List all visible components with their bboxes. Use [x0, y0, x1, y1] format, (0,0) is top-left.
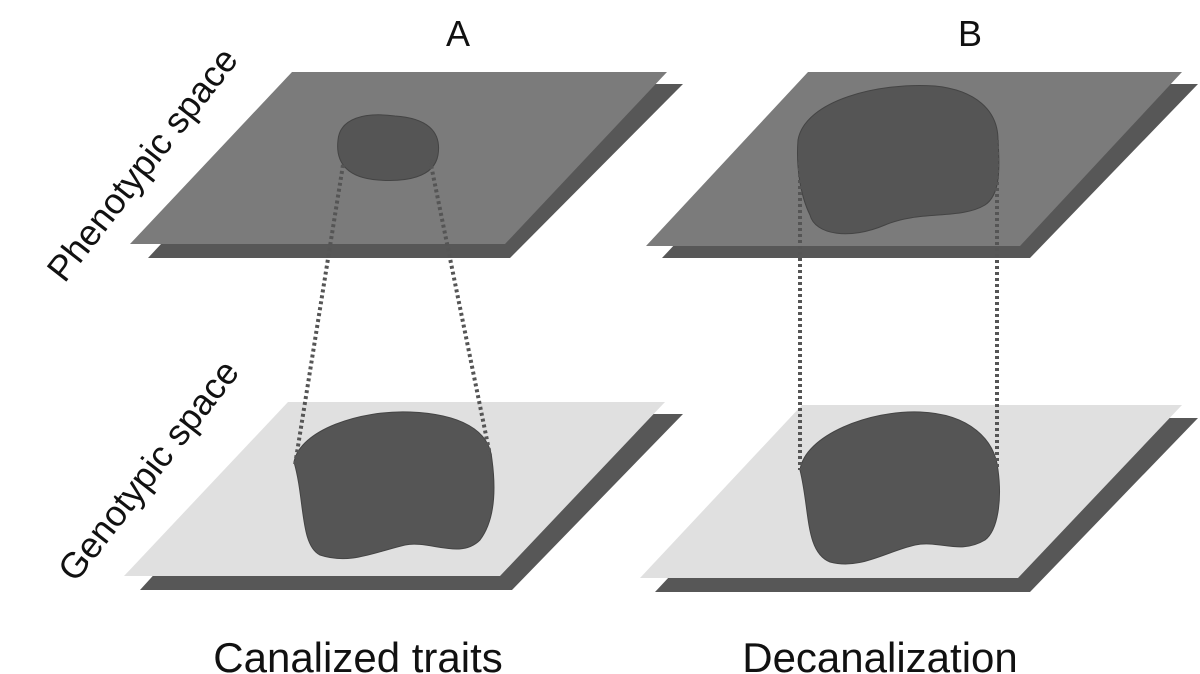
caption-b: Decanalization	[742, 634, 1018, 674]
panel-letter-a: A	[446, 13, 470, 54]
panel-a	[124, 72, 683, 590]
genotype-blob	[293, 411, 495, 560]
panel-letter-b: B	[958, 13, 982, 54]
mapping-line-left	[293, 164, 345, 466]
phenotype-blob-large	[797, 84, 1000, 235]
panel-b	[640, 72, 1198, 592]
mapping-line-right	[428, 159, 492, 456]
phenotype-blob-small	[337, 114, 440, 181]
genotype-blob	[799, 411, 1000, 565]
caption-a: Canalized traits	[213, 634, 502, 674]
